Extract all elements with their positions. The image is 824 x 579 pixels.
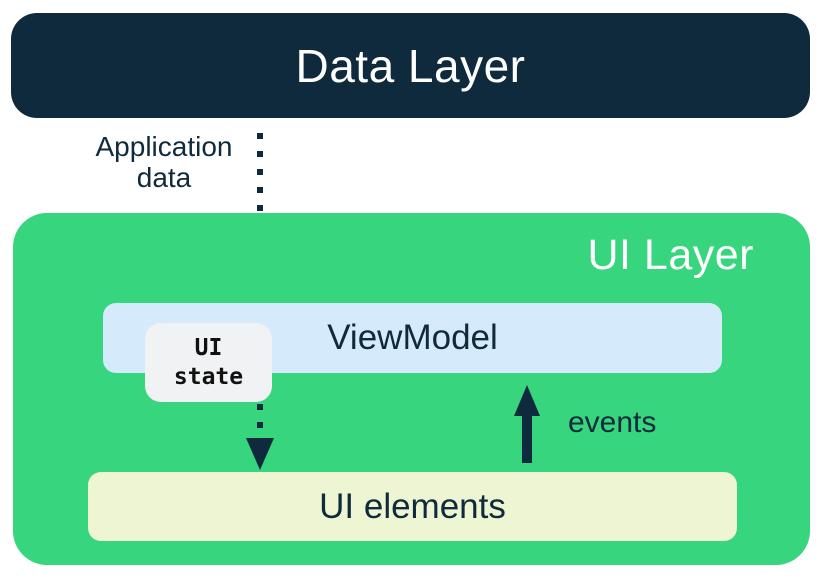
ui-state-dotted-arrow-line [257,404,263,437]
ui-state-badge: UI state [145,323,272,402]
ui-state-badge-line2: state [173,363,244,390]
viewmodel-label: ViewModel [327,318,498,357]
ui-elements-box: UI elements [88,472,737,541]
ui-layer-label: UI Layer [587,231,754,279]
application-data-dotted-arrow-line [257,133,263,269]
ui-elements-label: UI elements [319,486,506,526]
application-data-label-line1: Application [95,131,233,162]
data-layer-box: Data Layer [11,13,810,118]
ui-state-arrowhead-icon [246,438,274,470]
ui-state-badge-line1: UI [194,334,223,361]
events-arrow-shaft [522,410,532,463]
events-label: events [568,406,657,439]
data-layer-label: Data Layer [295,39,526,92]
application-data-label: Application data [74,131,254,194]
application-data-label-line2: data [136,162,192,194]
